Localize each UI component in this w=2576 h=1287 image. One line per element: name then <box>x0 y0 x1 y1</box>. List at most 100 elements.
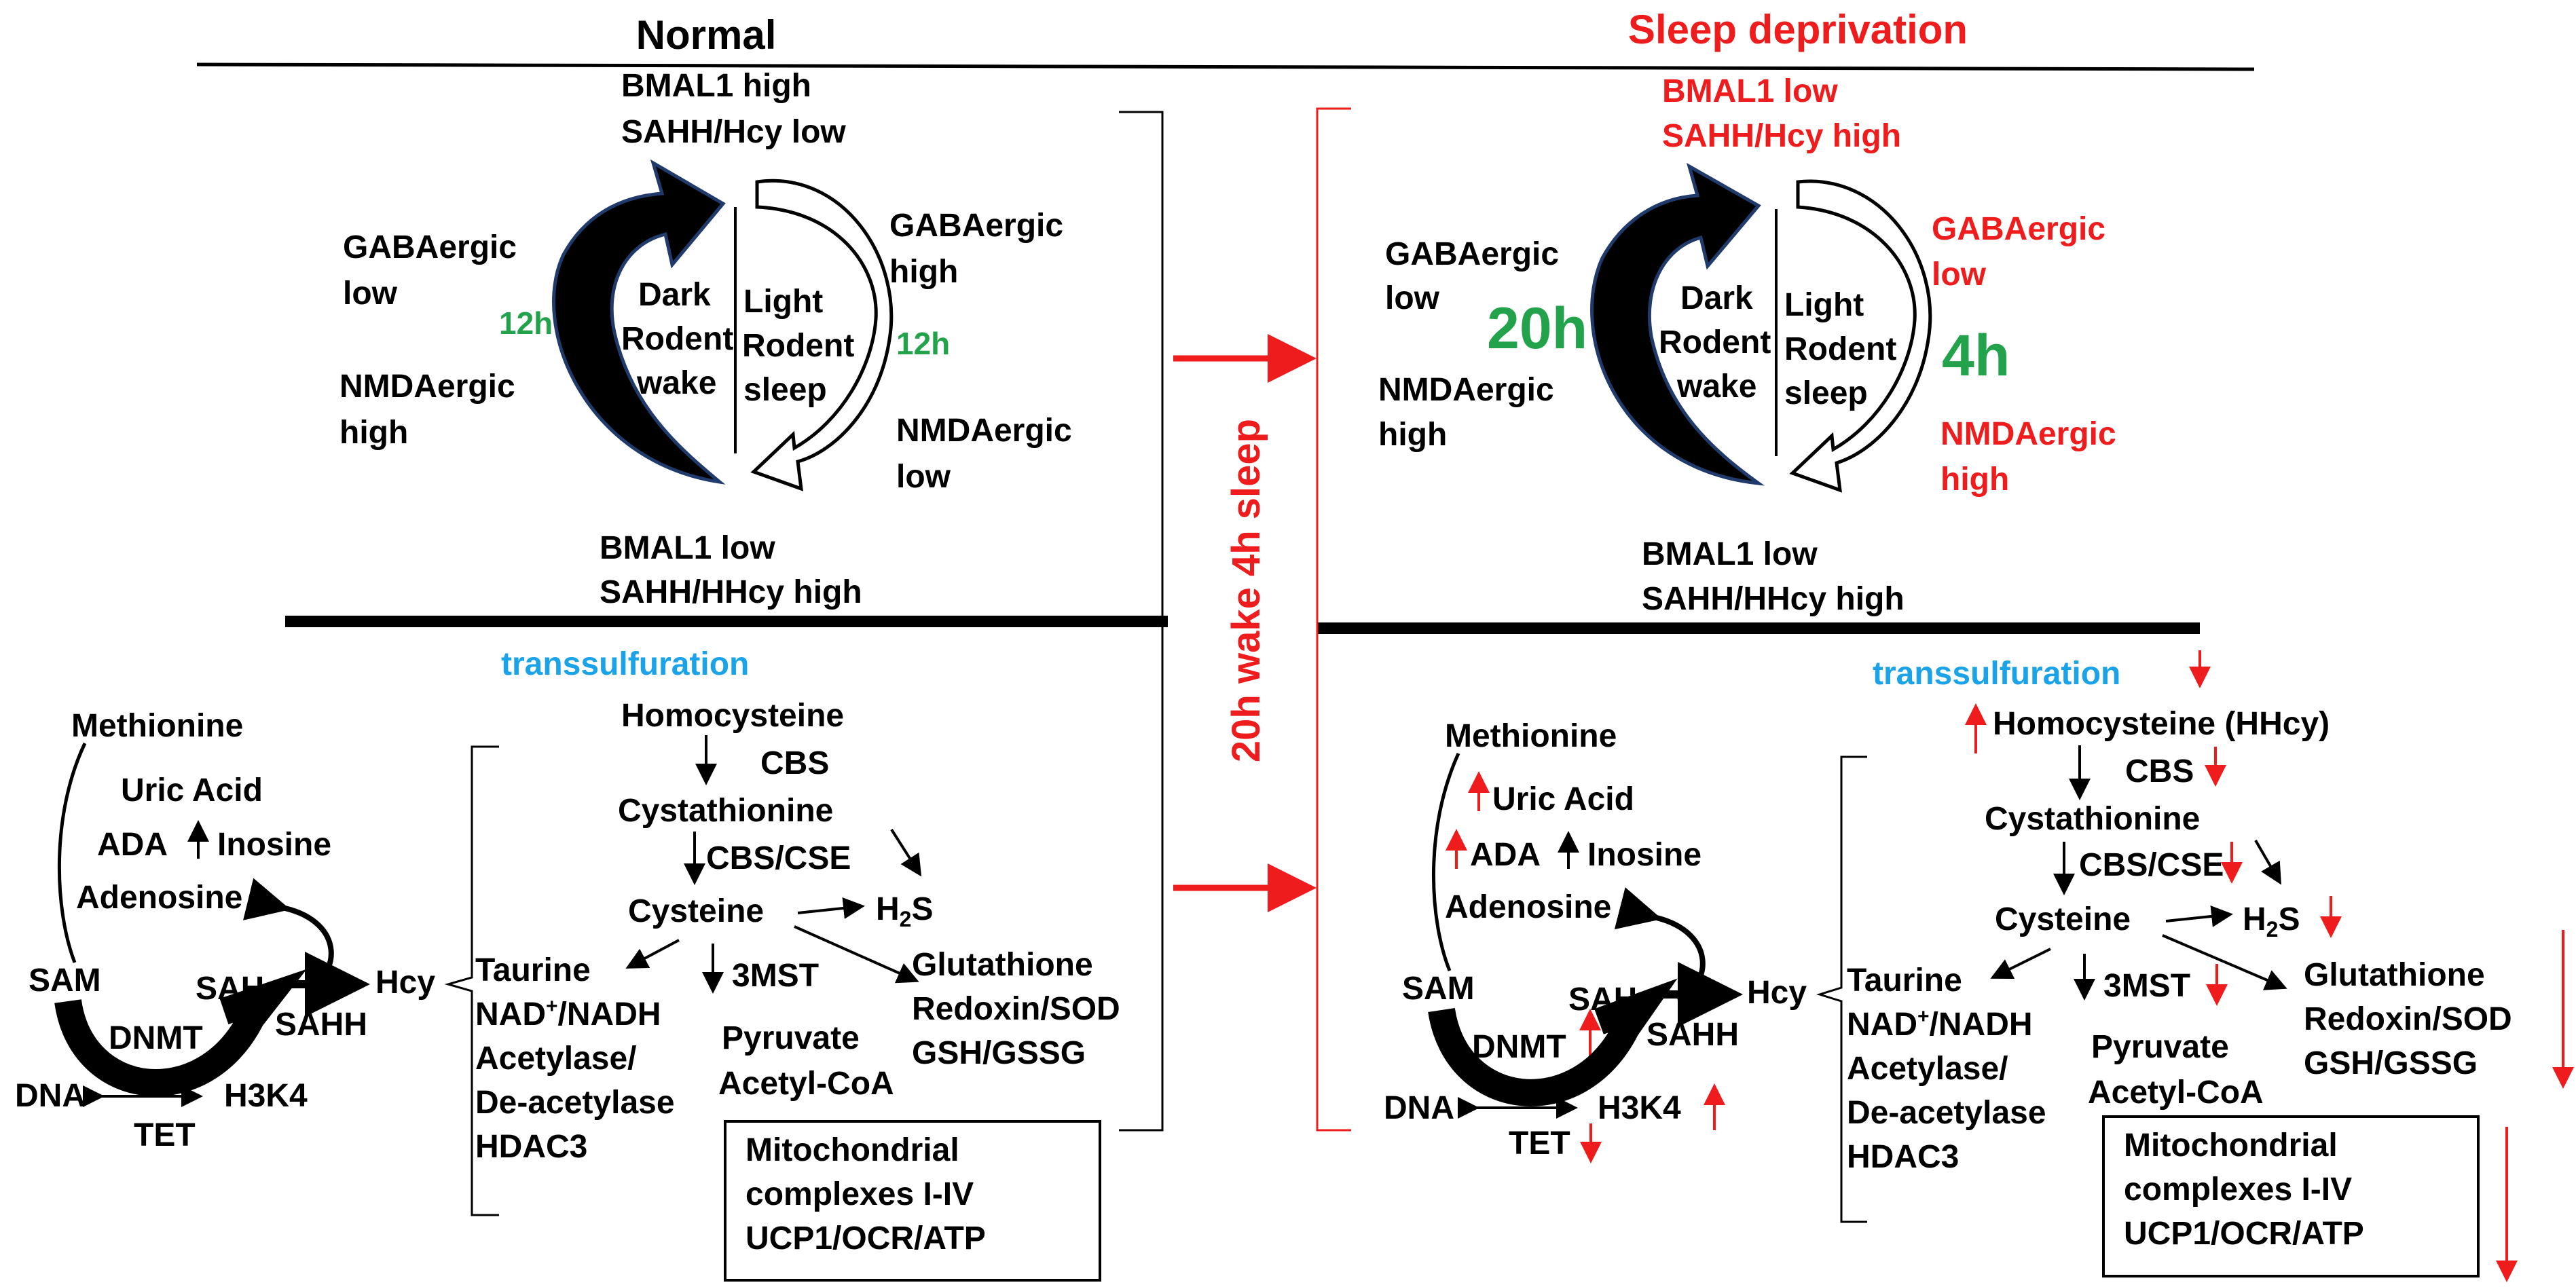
dark-phase-arrow <box>552 159 726 485</box>
h3k4-label: H3K4 <box>1598 1090 1681 1126</box>
nmdaergic-level: low <box>896 459 951 495</box>
3mst-label: 3MST <box>2103 968 2190 1004</box>
pathway-arrow <box>1990 948 2051 979</box>
cbs-cse-label: CBS/CSE <box>2079 847 2224 883</box>
tet-label: TET <box>1509 1125 1570 1161</box>
gabaergic-label: GABAergic <box>1932 211 2105 247</box>
methionine-to-sam-arrow <box>1431 752 1460 971</box>
adenosine-label: Adenosine <box>76 880 242 916</box>
deacetylase-label: De-acetylase <box>1847 1095 2046 1131</box>
inosine-label: Inosine <box>217 827 331 863</box>
light-phase-label: Light <box>743 284 823 320</box>
nmdaergic-level: high <box>1378 417 1447 453</box>
pathway-arrow <box>2165 906 2233 927</box>
dark-phase-label: Rodent <box>621 321 733 357</box>
methionine-label: Methionine <box>1445 718 1617 754</box>
sleep-transsulfuration: Homocysteine (HHcy) CBS Cystathionine CB… <box>1847 703 2574 1282</box>
nad-label: NAD+/NADH <box>475 995 661 1032</box>
cbs-cse-label: CBS/CSE <box>706 840 851 876</box>
acetyl-coa-label: Acetyl-CoA <box>2088 1075 2264 1111</box>
mitochondria-label: UCP1/OCR/ATP <box>2124 1216 2364 1252</box>
dna-label: DNA <box>15 1078 86 1114</box>
gabaergic-label: GABAergic <box>343 229 517 265</box>
redoxin-label: Redoxin/SOD <box>912 991 1120 1027</box>
gabaergic-level: low <box>343 276 398 312</box>
nmdaergic-label: NMDAergic <box>1940 416 2116 452</box>
normal-methionine-cycle: transsulfuration Methionine Uric Acid AD… <box>15 646 749 1216</box>
dark-phase-arrow <box>1590 162 1765 486</box>
hcy-label: Hcy <box>375 965 435 1001</box>
taurine-label: Taurine <box>1847 963 1962 999</box>
cbs-label: CBS <box>2125 753 2194 789</box>
light-phase-arrow <box>750 179 894 491</box>
gsh-gssg-label: GSH/GSSG <box>2304 1045 2478 1081</box>
bmal1-low-label: BMAL1 low <box>1662 73 1838 109</box>
pyruvate-label: Pyruvate <box>2091 1029 2229 1065</box>
sleep-bracket <box>1316 107 1351 1132</box>
light-phase-label: sleep <box>1784 375 1868 411</box>
methionine-label: Methionine <box>71 708 243 744</box>
pathway-arrow <box>2162 934 2287 990</box>
mitochondria-label: Mitochondrial <box>2124 1127 2338 1163</box>
acetylase-label: Acetylase/ <box>1847 1051 2008 1087</box>
homocysteine-label: Homocysteine (HHcy) <box>1993 706 2330 742</box>
uric-acid-label: Uric Acid <box>121 772 263 808</box>
acetylase-label: Acetylase/ <box>475 1041 637 1077</box>
nmdaergic-label: NMDAergic <box>896 413 1072 449</box>
bmal1-low-label: BMAL1 low <box>1642 536 1818 572</box>
dnmt-label: DNMT <box>1472 1029 1566 1065</box>
gabaergic-level: low <box>1385 280 1440 316</box>
cbs-label: CBS <box>760 745 829 781</box>
nad-label: NAD+/NADH <box>1847 1005 2033 1043</box>
sam-label: SAM <box>1402 971 1475 1007</box>
normal-bracket <box>1119 111 1164 1132</box>
sleep-circadian-cycle: BMAL1 low SAHH/Hcy high GABAergic low NM… <box>1378 73 2116 617</box>
sahh-hcy-low-label: SAHH/Hcy low <box>621 114 846 150</box>
uric-acid-label: Uric Acid <box>1492 781 1634 817</box>
sam-to-sah-arrow <box>54 969 307 1096</box>
nmdaergic-label: NMDAergic <box>1378 372 1554 408</box>
header-divider <box>196 62 2255 71</box>
dnmt-label: DNMT <box>109 1020 203 1056</box>
mitochondria-box <box>724 1120 1101 1282</box>
ada-label: ADA <box>1470 837 1541 873</box>
nmdaergic-label: NMDAergic <box>339 369 515 405</box>
hcy-bracket <box>1816 756 1867 1223</box>
adenosine-label: Adenosine <box>1445 889 1611 925</box>
gabaergic-level: high <box>889 254 958 290</box>
deacetylase-label: De-acetylase <box>475 1085 675 1121</box>
pathway-arrow <box>625 939 680 969</box>
h2s-label: H2S <box>2243 901 2300 941</box>
redoxin-label: Redoxin/SOD <box>2304 1001 2512 1037</box>
pathway-arrow <box>794 925 919 984</box>
3mst-label: 3MST <box>732 958 819 994</box>
light-hours: 4h <box>1942 323 2010 388</box>
sahh-hhcy-high-label: SAHH/HHcy high <box>600 574 862 610</box>
sahh-label: SAHH <box>1646 1017 1739 1053</box>
sam-label: SAM <box>29 963 101 999</box>
hdac3-label: HDAC3 <box>475 1129 587 1165</box>
taurine-label: Taurine <box>475 952 591 988</box>
gabaergic-label: GABAergic <box>889 208 1063 244</box>
light-phase-arrow <box>1789 179 1932 493</box>
dark-phase-label: Dark <box>1680 280 1753 316</box>
tet-label: TET <box>134 1117 196 1153</box>
mitochondria-label: complexes I-IV <box>746 1176 974 1212</box>
hcy-bracket <box>444 745 499 1216</box>
dark-phase-label: wake <box>1676 369 1756 405</box>
cysteine-label: Cysteine <box>1995 901 2131 937</box>
sleep-methionine-cycle: transsulfuration Methionine Uric Acid AD… <box>1384 650 2211 1223</box>
dark-phase-label: wake <box>636 365 716 401</box>
pathway-arrow <box>2254 839 2282 885</box>
transsulfuration-label: transsulfuration <box>1873 656 2120 692</box>
cysteine-label: Cysteine <box>628 893 764 929</box>
cystathionine-label: Cystathionine <box>1985 801 2200 837</box>
mitochondria-box <box>2102 1115 2480 1277</box>
pyruvate-label: Pyruvate <box>722 1020 860 1056</box>
acetyl-coa-label: Acetyl-CoA <box>718 1066 894 1102</box>
sahh-hcy-high-label: SAHH/Hcy high <box>1662 118 1901 154</box>
h2s-label: H2S <box>876 891 933 931</box>
sahh-label: SAHH <box>275 1007 367 1043</box>
glutathione-label: Glutathione <box>2304 957 2485 993</box>
